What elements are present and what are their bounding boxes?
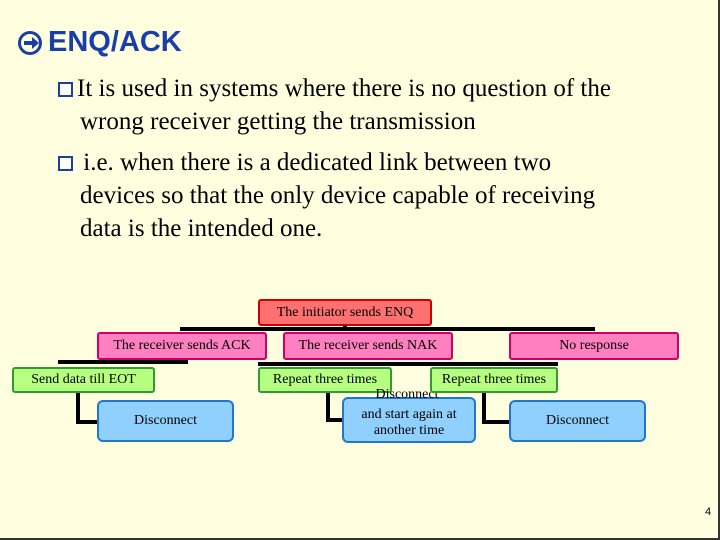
connector-ack-branch: [76, 420, 98, 424]
none-disconnect-node: Disconnect: [509, 400, 646, 442]
connector-none-branch: [482, 420, 510, 424]
bullet-2-line-1: i.e. when there is a dedicated link betw…: [77, 149, 552, 176]
page-edge-right: [718, 0, 720, 540]
connector-root-bar: [180, 327, 595, 331]
connector-nak-branch: [326, 418, 344, 422]
nak-disconnect-label: Disconnect: [375, 387, 439, 402]
none-disconnect-label: Disconnect: [546, 413, 609, 428]
nak-repeat-label: Repeat three times: [272, 372, 378, 387]
bullet-2: i.e. when there is a dedicated link betw…: [58, 146, 698, 245]
nak-repeat-node: Repeat three times: [258, 367, 392, 393]
none-repeat-label: Repeat three times: [441, 372, 547, 387]
checkbox-bullet-icon: [58, 156, 73, 171]
ack-branch-label: The receiver sends ACK: [113, 338, 251, 353]
nak-branch-label: The receiver sends NAK: [298, 338, 438, 353]
nak-branch-node: The receiver sends NAK: [283, 332, 453, 360]
no-response-node: No response: [509, 332, 679, 360]
bullet-2-line-2: devices so that the only device capable …: [80, 182, 596, 209]
connector-ack-bar: [58, 360, 188, 364]
bullet-2-line-3: data is the intended one.: [80, 215, 323, 242]
connector-none-stem: [482, 392, 486, 424]
connector-nak-stem: [326, 392, 330, 422]
root-node-label: The initiator sends ENQ: [276, 304, 414, 320]
page-number: 4: [705, 506, 712, 518]
bullet-1: It is used in systems where there is no …: [58, 72, 698, 138]
ack-disconnect-node: Disconnect: [97, 400, 234, 442]
root-node: The initiator sends ENQ: [258, 299, 432, 326]
nak-disconnect-node: and start again at another time: [342, 397, 476, 443]
connector-ack-stem: [76, 392, 80, 424]
nak-disconnect-caption: Disconnect: [360, 387, 454, 403]
send-data-node: Send data till EOT: [12, 367, 155, 393]
connector-nak-bar: [258, 362, 558, 366]
ack-disconnect-label: Disconnect: [134, 413, 197, 428]
slide-title-row: ENQ/ACK: [18, 26, 182, 59]
arrow-right-circle-icon: [18, 30, 42, 55]
none-repeat-node: Repeat three times: [430, 367, 558, 393]
no-response-label: No response: [559, 338, 629, 353]
bullet-1-line-1: It is used in systems where there is no …: [77, 75, 611, 102]
slide-title: ENQ/ACK: [48, 26, 182, 58]
page-edge-bottom: [0, 538, 720, 540]
bullet-1-line-2: wrong receiver getting the transmission: [80, 108, 476, 135]
send-data-label: Send data till EOT: [31, 372, 136, 387]
checkbox-bullet-icon: [58, 82, 73, 97]
ack-branch-node: The receiver sends ACK: [97, 332, 267, 360]
nak-restart-label: and start again at another time: [361, 407, 457, 438]
connector-root-stem: [343, 322, 347, 330]
